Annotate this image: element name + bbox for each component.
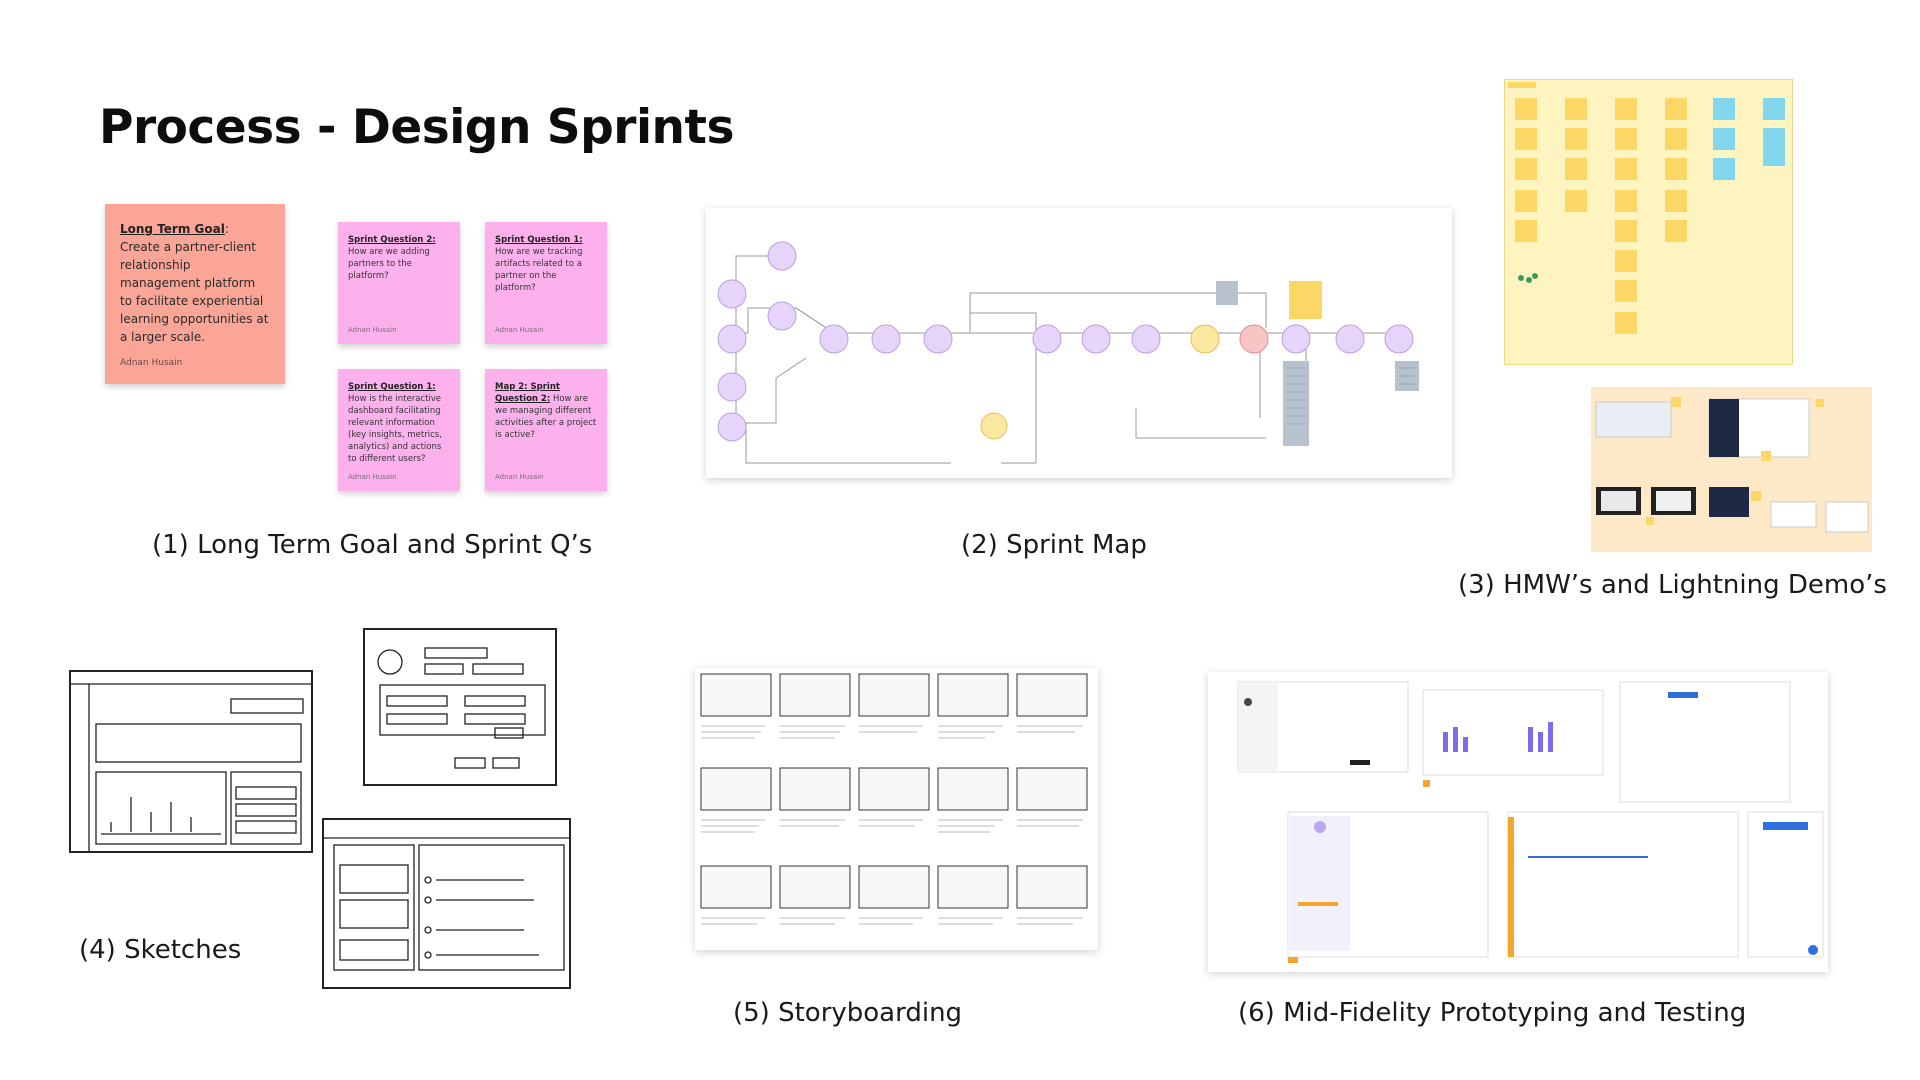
goal-text: : Create a partner-client relationship m… — [120, 222, 269, 344]
note-author: Adnan Husain — [495, 326, 544, 334]
note-text: How are we adding partners to the platfo… — [348, 247, 430, 281]
dashboard-sketch-drawing — [71, 683, 311, 851]
note-author: Adnan Husain — [495, 473, 544, 481]
sketch-add-client — [363, 628, 557, 786]
note-heading: Sprint Question 1: — [348, 382, 436, 392]
caption-long-term-goal: (1) Long Term Goal and Sprint Q’s — [152, 530, 593, 560]
note-text: How are we tracking artifacts related to… — [495, 247, 583, 293]
lightning-demo-screens — [1595, 397, 1869, 533]
caption-hmw-lightning-demos: (3) HMW’s and Lightning Demo’s — [1458, 570, 1887, 600]
note-heading: Sprint Question 1: — [495, 235, 583, 245]
caption-sprint-map: (2) Sprint Map — [961, 530, 1147, 560]
caption-storyboarding: (5) Storyboarding — [733, 998, 963, 1028]
sprint-question-note: Sprint Question 2: How are we adding par… — [338, 222, 460, 344]
note-text: How is the interactive dashboard facilit… — [348, 394, 442, 464]
note-text: How are we managing different activities… — [495, 394, 597, 440]
note-heading: Map 2: Sprint Question 2: — [495, 382, 560, 404]
sprint-question-note: Sprint Question 1: How are we tracking a… — [485, 222, 607, 344]
note-author: Adnan Husain — [348, 473, 397, 481]
long-term-goal-note: Long Term Goal: Create a partner-client … — [105, 204, 285, 384]
sprint-map-board — [706, 208, 1452, 478]
sprint-question-note: Sprint Question 1: How is the interactiv… — [338, 369, 460, 491]
note-heading: Sprint Question 2: — [348, 235, 436, 245]
sprint-map-diagram — [717, 241, 1419, 464]
hmw-notes — [1508, 82, 1785, 334]
storyboard-grid — [695, 668, 1098, 950]
goal-heading: Long Term Goal — [120, 222, 225, 236]
prototype-board — [1208, 672, 1828, 972]
sketch-client-details — [322, 818, 571, 989]
goal-author: Adnan Husain — [120, 358, 183, 368]
caption-sketches: (4) Sketches — [79, 935, 242, 965]
note-author: Adnan Husain — [348, 326, 397, 334]
sketch-dashboard — [69, 670, 313, 853]
add-client-sketch-drawing — [377, 647, 546, 769]
sprint-question-note: Map 2: Sprint Question 2: How are we man… — [485, 369, 607, 491]
client-details-sketch-drawing — [324, 837, 569, 971]
hmw-board — [1504, 79, 1793, 365]
page-title: Process - Design Sprints — [99, 100, 734, 155]
prototype-screens — [1237, 681, 1824, 963]
storyboard-frames — [700, 673, 1088, 925]
lightning-demo-board — [1591, 387, 1872, 552]
caption-prototyping: (6) Mid-Fidelity Prototyping and Testing — [1238, 998, 1747, 1028]
